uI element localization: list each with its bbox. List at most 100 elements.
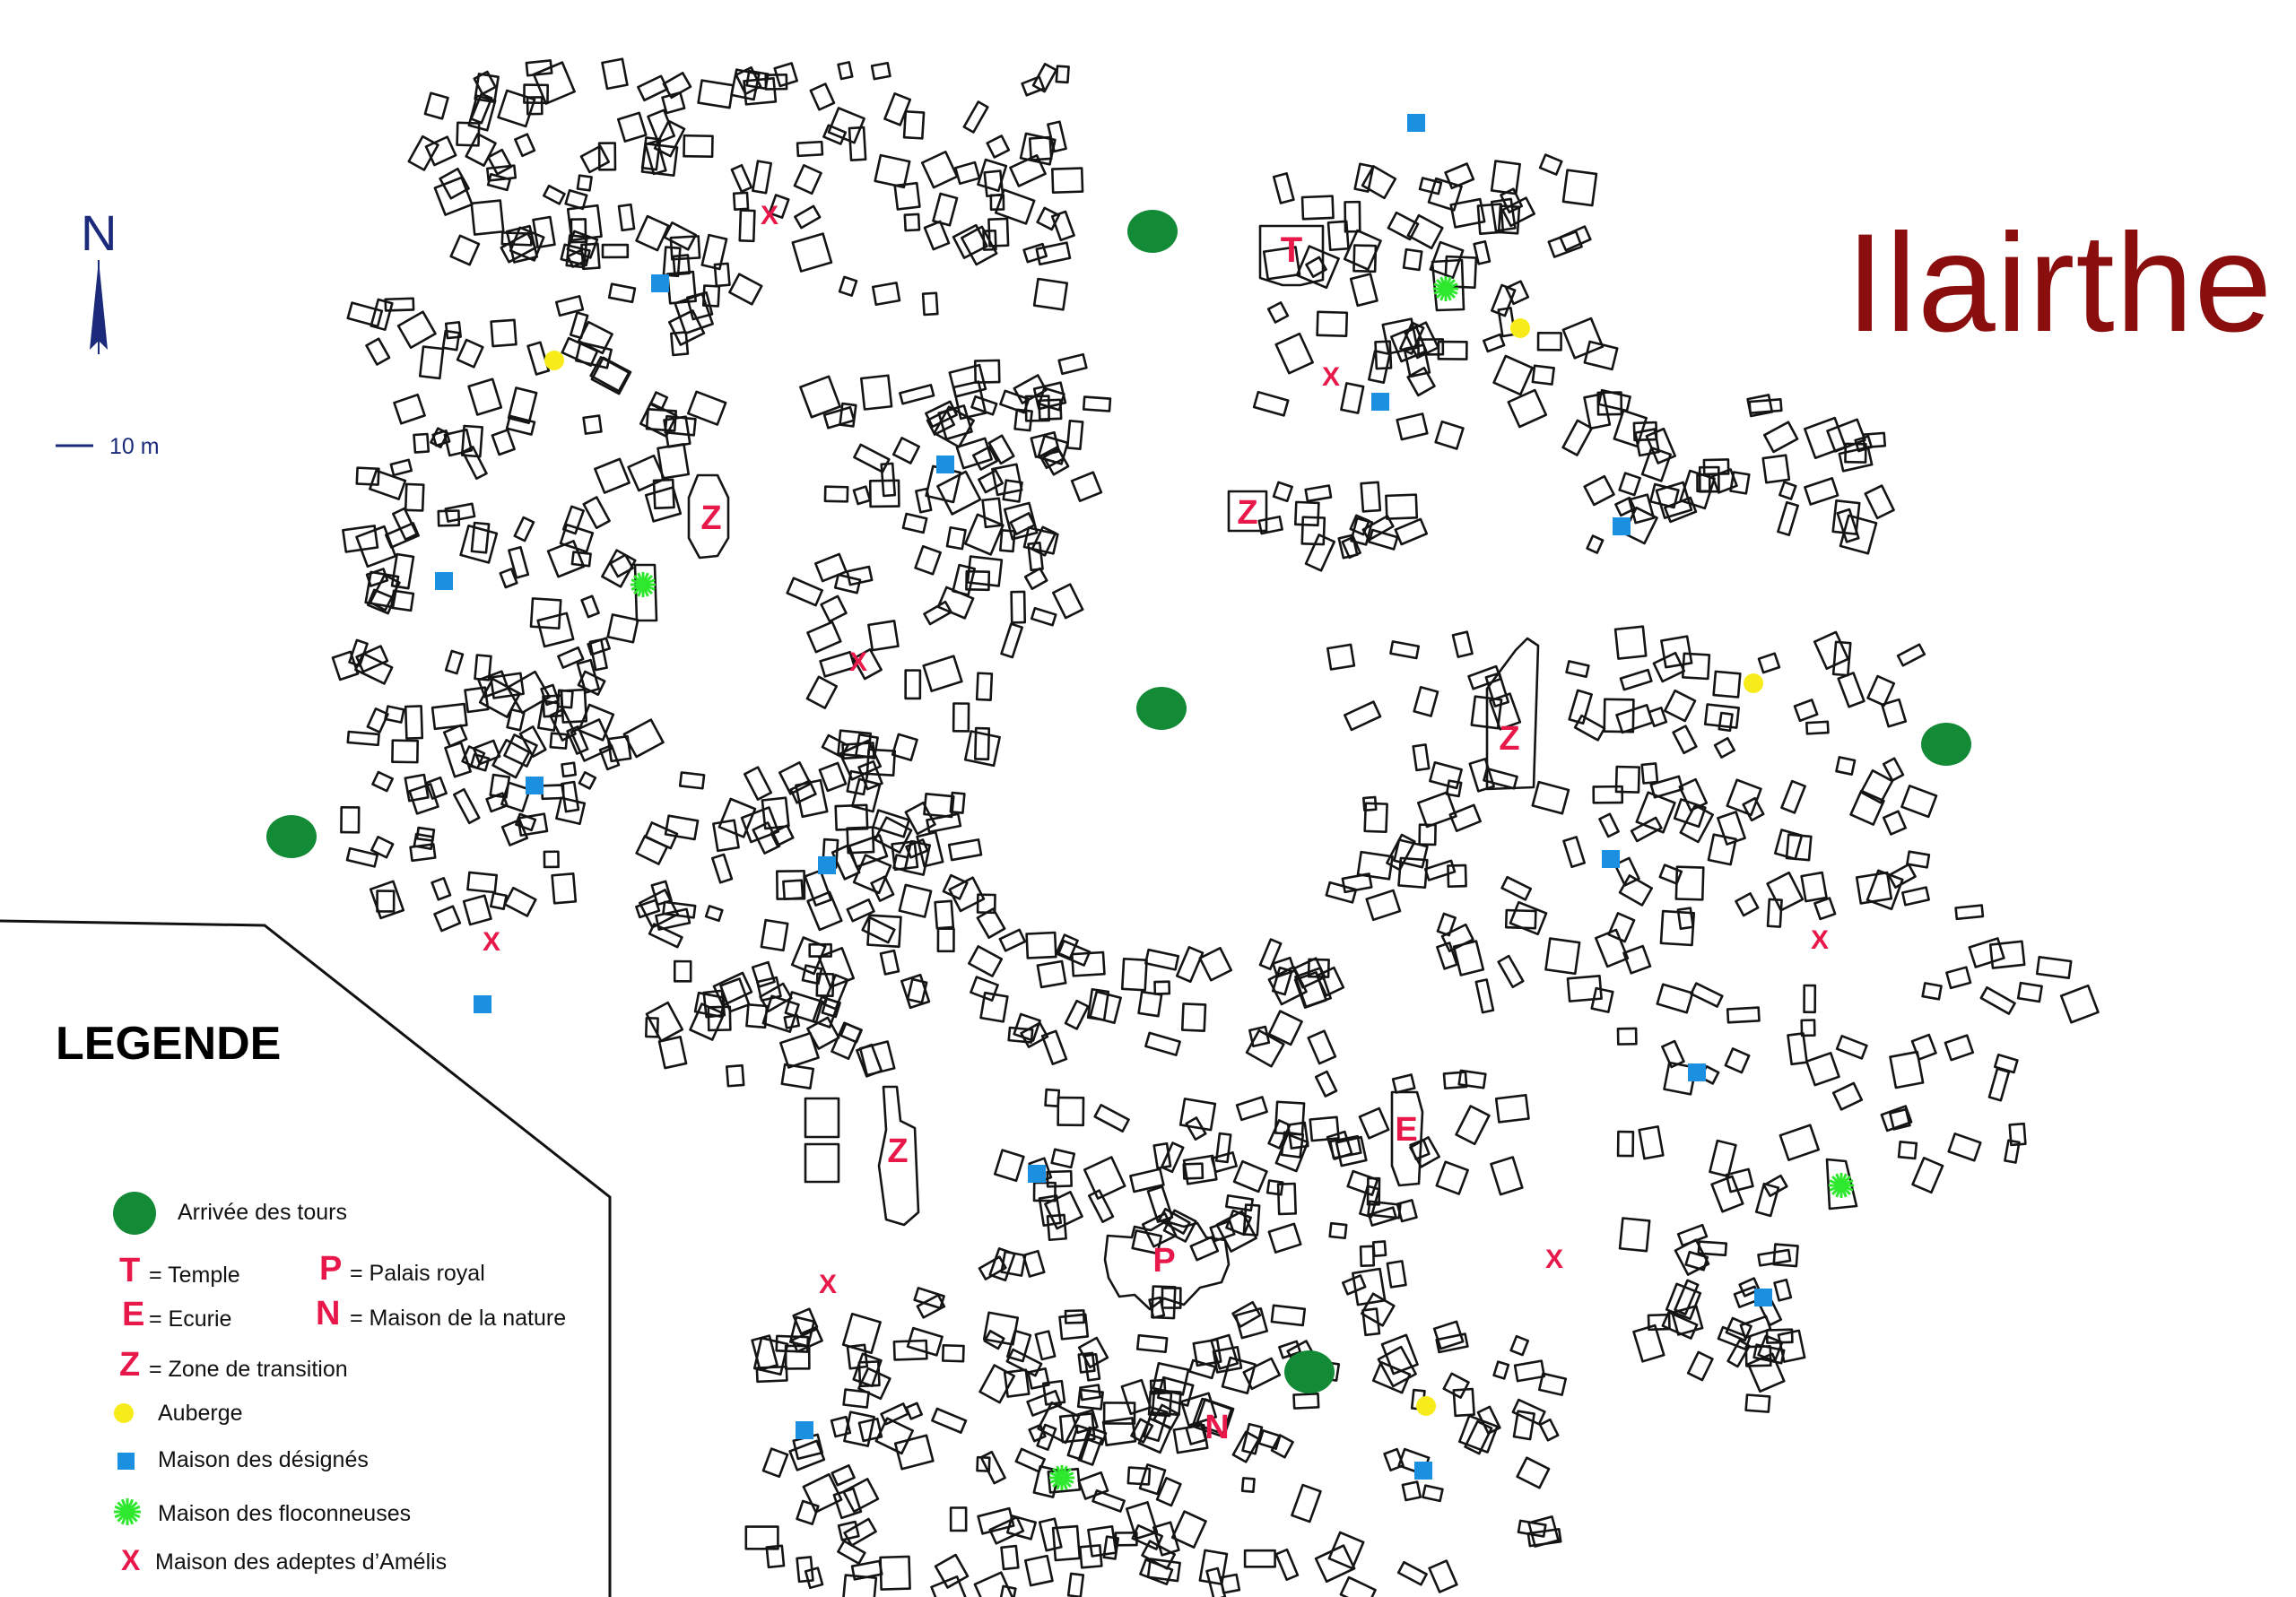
building: [1805, 1052, 1840, 1087]
building: [601, 549, 637, 588]
building: [1047, 120, 1067, 153]
building: [795, 778, 829, 819]
building: [1717, 811, 1746, 846]
building: [837, 729, 873, 759]
building: [1598, 812, 1620, 838]
floconneuse-houses: [631, 276, 1854, 1490]
building: [1265, 1179, 1284, 1196]
legend-palace-label: = Palais royal: [350, 1261, 485, 1286]
building: [1492, 1360, 1510, 1380]
building: [1497, 954, 1525, 989]
building: [831, 1021, 863, 1061]
building: [870, 875, 895, 902]
building: [1864, 484, 1895, 520]
building: [923, 220, 951, 251]
building: [1175, 946, 1205, 984]
building: [1278, 1340, 1302, 1359]
building: [1422, 1484, 1444, 1503]
building: [340, 805, 361, 834]
building: [1141, 1212, 1178, 1248]
building: [1243, 1549, 1276, 1568]
building: [346, 730, 380, 747]
building: [1726, 1339, 1751, 1368]
building: [879, 1555, 911, 1591]
building: [1837, 672, 1866, 708]
building: [1039, 446, 1065, 469]
building: [1987, 1067, 2011, 1102]
building: [975, 672, 994, 701]
building: [1648, 482, 1680, 509]
building: [461, 745, 486, 770]
building: [1457, 1069, 1487, 1089]
building: [580, 595, 600, 619]
building: [837, 61, 854, 81]
building: [1231, 1430, 1260, 1463]
building: [893, 181, 921, 211]
building: [1185, 1116, 1207, 1141]
building: [1757, 1334, 1784, 1363]
building: [1234, 1306, 1269, 1340]
building: [932, 192, 959, 227]
building: [1635, 791, 1676, 834]
building: [1120, 958, 1148, 992]
inns: [544, 318, 1763, 1416]
building: [1906, 850, 1931, 869]
building: [508, 545, 530, 579]
building: [506, 670, 552, 715]
building: [752, 1336, 789, 1376]
building: [949, 791, 966, 814]
tower-arrival-marker: [266, 815, 317, 858]
building: [425, 776, 448, 800]
building: [775, 870, 806, 900]
building: [366, 707, 389, 733]
building: [1538, 1418, 1560, 1442]
building: [1044, 1088, 1061, 1107]
building: [1800, 871, 1828, 903]
legend-palace-letter: P: [319, 1250, 343, 1288]
building: [1512, 1410, 1535, 1441]
building: [1881, 698, 1908, 728]
building: [645, 1017, 659, 1038]
building: [1028, 135, 1053, 161]
building: [409, 843, 437, 863]
building: [635, 214, 670, 252]
building: [1326, 220, 1350, 252]
building: [850, 1559, 883, 1581]
building: [1000, 622, 1023, 659]
building: [582, 496, 611, 530]
building: [999, 528, 1016, 553]
building: [1603, 698, 1635, 733]
building: [1262, 246, 1301, 281]
building: [647, 108, 676, 143]
building: [1383, 1447, 1405, 1471]
building: [640, 142, 679, 178]
building: [1198, 1549, 1229, 1585]
designated-house-marker: [1407, 114, 1425, 132]
building: [1024, 395, 1050, 422]
building: [1921, 982, 1943, 1001]
building: [1361, 1307, 1381, 1337]
building: [470, 199, 505, 236]
building: [404, 705, 424, 740]
building: [609, 553, 634, 578]
building: [1800, 1019, 1816, 1037]
building: [866, 914, 902, 949]
temple-building: [1258, 224, 1325, 287]
building: [663, 221, 698, 251]
building: [1423, 859, 1457, 881]
building: [1272, 956, 1296, 978]
building: [1490, 1156, 1524, 1196]
building: [1490, 160, 1521, 195]
building: [1023, 567, 1048, 590]
building: [1337, 534, 1359, 560]
building: [949, 1506, 968, 1532]
building: [752, 160, 772, 195]
building: [462, 894, 492, 926]
building: [874, 153, 911, 189]
building: [1032, 1181, 1057, 1202]
building: [601, 57, 629, 91]
building: [1744, 1345, 1772, 1367]
building: [526, 96, 544, 116]
building: [1777, 1329, 1806, 1363]
building: [744, 1525, 779, 1550]
